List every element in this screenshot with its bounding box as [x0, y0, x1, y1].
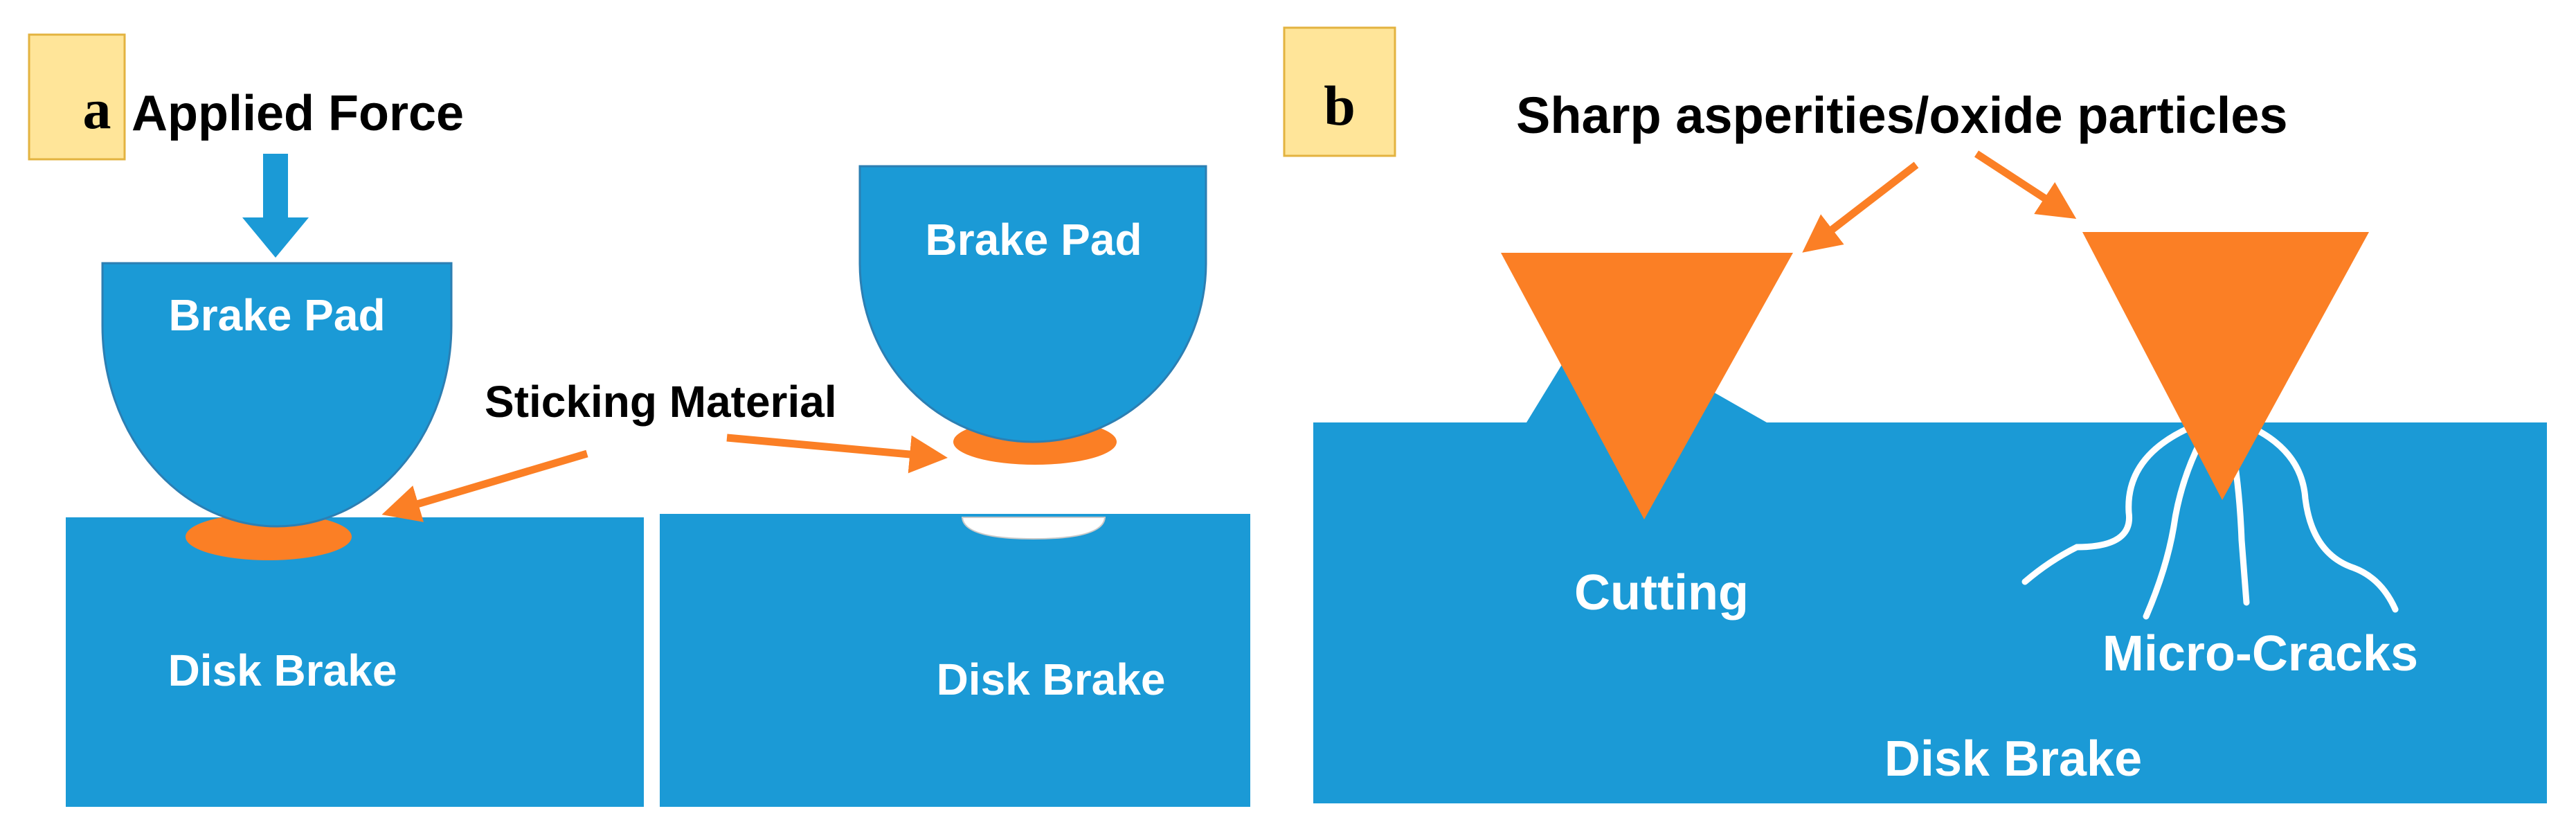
particles-arrow-left: [1802, 161, 1919, 253]
sticking-material-left: [186, 513, 352, 560]
micro-cracks: [2021, 422, 2399, 620]
oxide-particle-right: [2082, 232, 2369, 500]
disk-brake-block: [1313, 305, 2547, 803]
applied-force-label: Applied Force: [132, 86, 464, 141]
crack-2: [2143, 429, 2208, 620]
cutting-label: Cutting: [1574, 565, 1749, 621]
sticking-arrow-right: [726, 434, 948, 474]
brake-pad-right-label: Brake Pad: [925, 215, 1142, 265]
disk-brake-left-label: Disk Brake: [168, 645, 397, 695]
sticking-material-label: Sticking Material: [485, 377, 837, 427]
panel-a-tag-box: [28, 33, 126, 161]
applied-force-arrow-head: [242, 217, 309, 258]
sticking-arrow-left: [381, 449, 588, 522]
panel-a-tag: a: [83, 78, 111, 141]
particles-arrow-right: [1974, 150, 2077, 220]
crack-4: [2245, 422, 2399, 613]
oxide-particle-left: [1501, 253, 1793, 519]
panel-b: b Sharp asperities/oxide particles Cutti…: [1283, 26, 2547, 803]
disk-brake-b-label: Disk Brake: [1884, 731, 2142, 787]
disk-brake-right-block: [660, 514, 1250, 807]
crack-1: [2021, 425, 2192, 585]
panel-b-tag-box: [1283, 26, 1396, 157]
worn-spot: [961, 517, 1106, 540]
brake-pad-left-label: Brake Pad: [168, 290, 385, 340]
applied-force-arrow-shaft: [263, 154, 288, 220]
disk-brake-left-block: [66, 517, 644, 807]
disk-brake-right-label: Disk Brake: [937, 654, 1166, 704]
micro-cracks-label: Micro-Cracks: [2102, 626, 2418, 681]
panel-a: a Applied Force Brake Pad Disk Brake Bra…: [28, 33, 1250, 807]
brake-pad-right: [858, 165, 1207, 443]
panel-b-tag: b: [1324, 74, 1355, 137]
brake-pad-left: [101, 262, 453, 528]
particles-label: Sharp asperities/oxide particles: [1516, 87, 2288, 144]
